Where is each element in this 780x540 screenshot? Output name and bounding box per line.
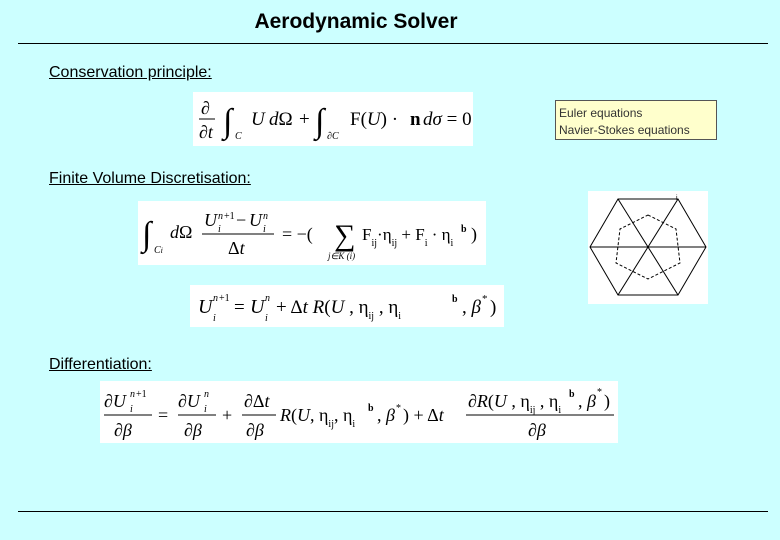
svg-text:=: = [234,297,245,318]
svg-text:∂R(U , ηij , ηi: ∂R(U , ηij , ηi [468,391,561,416]
svg-text:, β: , β [462,297,482,318]
svg-text:i: i [265,313,268,324]
fv-update-equation: U n +1 i = U n i + Δt R(U , ηij , ηi b ,… [190,285,504,327]
svg-text:dσ = 0: dσ = 0 [423,109,472,130]
svg-text:∂C: ∂C [327,131,339,142]
svg-text:): ) [490,297,496,318]
svg-text:R(U, ηij, ηi: R(U, ηij, ηi [279,405,355,430]
svg-text:∂β: ∂β [528,420,546,440]
svg-text:n: n [130,389,135,400]
mesh-node-label: i [676,195,678,202]
svg-text:i: i [130,404,133,415]
svg-text:=: = [158,405,168,425]
svg-text:+ Δt R(U , ηij , ηi: + Δt R(U , ηij , ηi [276,297,401,322]
svg-text:*: * [396,403,401,414]
svg-text:∂β: ∂β [184,420,202,440]
svg-text:n: n [265,293,270,304]
svg-text:*: * [597,387,602,398]
svg-text:): ) [471,224,477,245]
svg-text:i: i [218,224,221,235]
svg-text:, β: , β [578,391,596,411]
svg-text:U: U [251,109,266,130]
svg-text:∫: ∫ [140,216,154,255]
svg-text:b: b [461,224,467,235]
svg-text:b: b [368,403,374,414]
hexagonal-mesh-diagram: i [588,191,708,304]
svg-text:i: i [204,404,207,415]
svg-text:i: i [213,313,216,324]
svg-text:+: + [299,109,310,130]
svg-text:∂U: ∂U [178,391,201,411]
svg-text:∫: ∫ [313,103,327,142]
svg-text:U: U [198,296,214,318]
svg-text:∂β: ∂β [114,420,132,440]
svg-text:, β: , β [377,405,395,425]
conservation-equation-graphic: ∂ ∂t ∫ C U dΩ + ∫ ∂C F(U) · n dσ = 0 [199,98,472,142]
svg-text:n: n [410,109,421,130]
svg-text:+1: +1 [136,389,147,400]
fv-update-equation-graphic: U n +1 i = U n i + Δt R(U , ηij , ηi b ,… [198,293,496,324]
svg-text:∂β: ∂β [246,420,264,440]
svg-text:∑: ∑ [334,219,355,252]
svg-text:∂: ∂ [201,98,210,118]
svg-text:∂Δt: ∂Δt [244,391,270,411]
svg-text:n: n [204,389,209,400]
differentiation-equation: ∂U n +1 i ∂β = ∂U n i ∂β + ∂Δt ∂β R(U, η… [100,381,618,443]
note-euler: Euler equations [559,106,643,120]
page-title: Aerodynamic Solver [254,10,458,33]
mesh-graphic: i [589,195,707,296]
svg-text:Ci: Ci [154,245,163,256]
svg-text:U: U [249,210,263,230]
svg-text:Fij·ηij + Fi · ηi: Fij·ηij + Fi · ηi [362,225,454,249]
svg-text:+: + [222,405,232,425]
fv-integral-equation: ∫ Ci dΩ U n +1 i − U n i Δt = −( ∑ j∈K (… [138,201,486,265]
svg-text:n: n [263,211,268,222]
fv-integral-equation-graphic: ∫ Ci dΩ U n +1 i − U n i Δt = −( ∑ j∈K (… [140,210,477,261]
section-heading-differentiation: Differentiation: [49,356,152,373]
note-navier-stokes: Navier-Stokes equations [559,123,690,137]
conservation-equation: ∂ ∂t ∫ C U dΩ + ∫ ∂C F(U) · n dσ = 0 [193,92,473,146]
differentiation-equation-graphic: ∂U n +1 i ∂β = ∂U n i ∂β + ∂Δt ∂β R(U, η… [104,387,614,440]
svg-text:U: U [250,296,266,318]
svg-text:j∈K (i): j∈K (i) [327,251,355,261]
svg-text:U: U [204,210,218,230]
svg-text:dΩ: dΩ [269,109,293,130]
svg-text:n: n [213,293,218,304]
svg-text:C: C [235,131,242,142]
svg-text:i: i [263,224,266,235]
svg-text:n: n [218,211,223,222]
equation-type-note: Euler equations Navier-Stokes equations [555,100,717,140]
svg-text:= −(: = −( [282,224,313,245]
svg-text:b: b [452,294,458,305]
section-heading-conservation: Conservation principle: [49,64,212,81]
svg-text:∫: ∫ [221,103,235,142]
svg-text:b: b [569,389,575,400]
bottom-divider [18,511,768,512]
svg-text:): ) [604,391,610,412]
svg-text:+1: +1 [224,211,235,222]
svg-text:∂U: ∂U [104,391,127,411]
top-divider [18,43,768,44]
svg-text:dΩ: dΩ [170,222,192,242]
svg-text:+1: +1 [219,293,230,304]
svg-text:∂t: ∂t [199,122,214,142]
svg-text:*: * [482,293,488,305]
svg-text:F(U) ·: F(U) · [350,109,398,130]
svg-text:−: − [236,210,246,230]
svg-text:) + Δt: ) + Δt [403,405,445,426]
section-heading-finite-volume: Finite Volume Discretisation: [49,170,251,187]
svg-text:Δt: Δt [228,238,246,258]
